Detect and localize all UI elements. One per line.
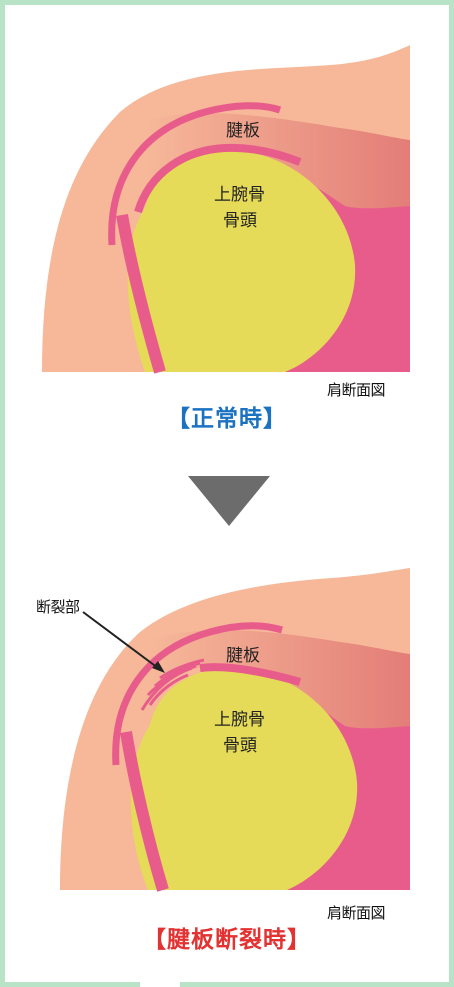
humeral-head-label-line1: 上腕骨 — [214, 710, 265, 730]
tear-site-label: 断裂部 — [36, 598, 80, 616]
tear-pointer-arrowhead — [152, 661, 165, 673]
tear-site — [140, 658, 205, 711]
normal-view-label: 肩断面図 — [327, 381, 386, 399]
down-arrow-icon — [188, 476, 270, 526]
bottom-border-gap — [140, 980, 180, 987]
normal-caption: 【正常時】 — [167, 406, 287, 432]
bottom-border — [0, 982, 454, 987]
tendon-inner-rim — [199, 663, 302, 686]
bursa-arc — [108, 102, 282, 246]
humeral-head-label-line2: 骨頭 — [223, 211, 257, 231]
bursa-arc — [112, 622, 284, 766]
humeral-head — [127, 150, 356, 372]
tendon-inner-rim — [134, 143, 302, 214]
tear-pointer-line — [82, 611, 159, 669]
humeral-head-label-line1: 上腕骨 — [214, 185, 265, 205]
joint-capsule — [120, 731, 169, 892]
tendon-label: 腱板 — [226, 646, 260, 666]
humeral-head — [130, 668, 358, 890]
normal-shoulder-diagram: 腱板 上腕骨 骨頭 — [42, 45, 410, 374]
humeral-head-label-line2: 骨頭 — [223, 736, 257, 756]
joint-capsule — [116, 213, 166, 374]
torn-view-label: 肩断面図 — [327, 904, 386, 922]
tendon-label: 腱板 — [226, 121, 260, 141]
tendon — [145, 113, 410, 209]
torn-shoulder-diagram: 腱板 上腕骨 骨頭 — [60, 568, 410, 892]
torn-caption: 【腱板断裂時】 — [143, 927, 311, 953]
